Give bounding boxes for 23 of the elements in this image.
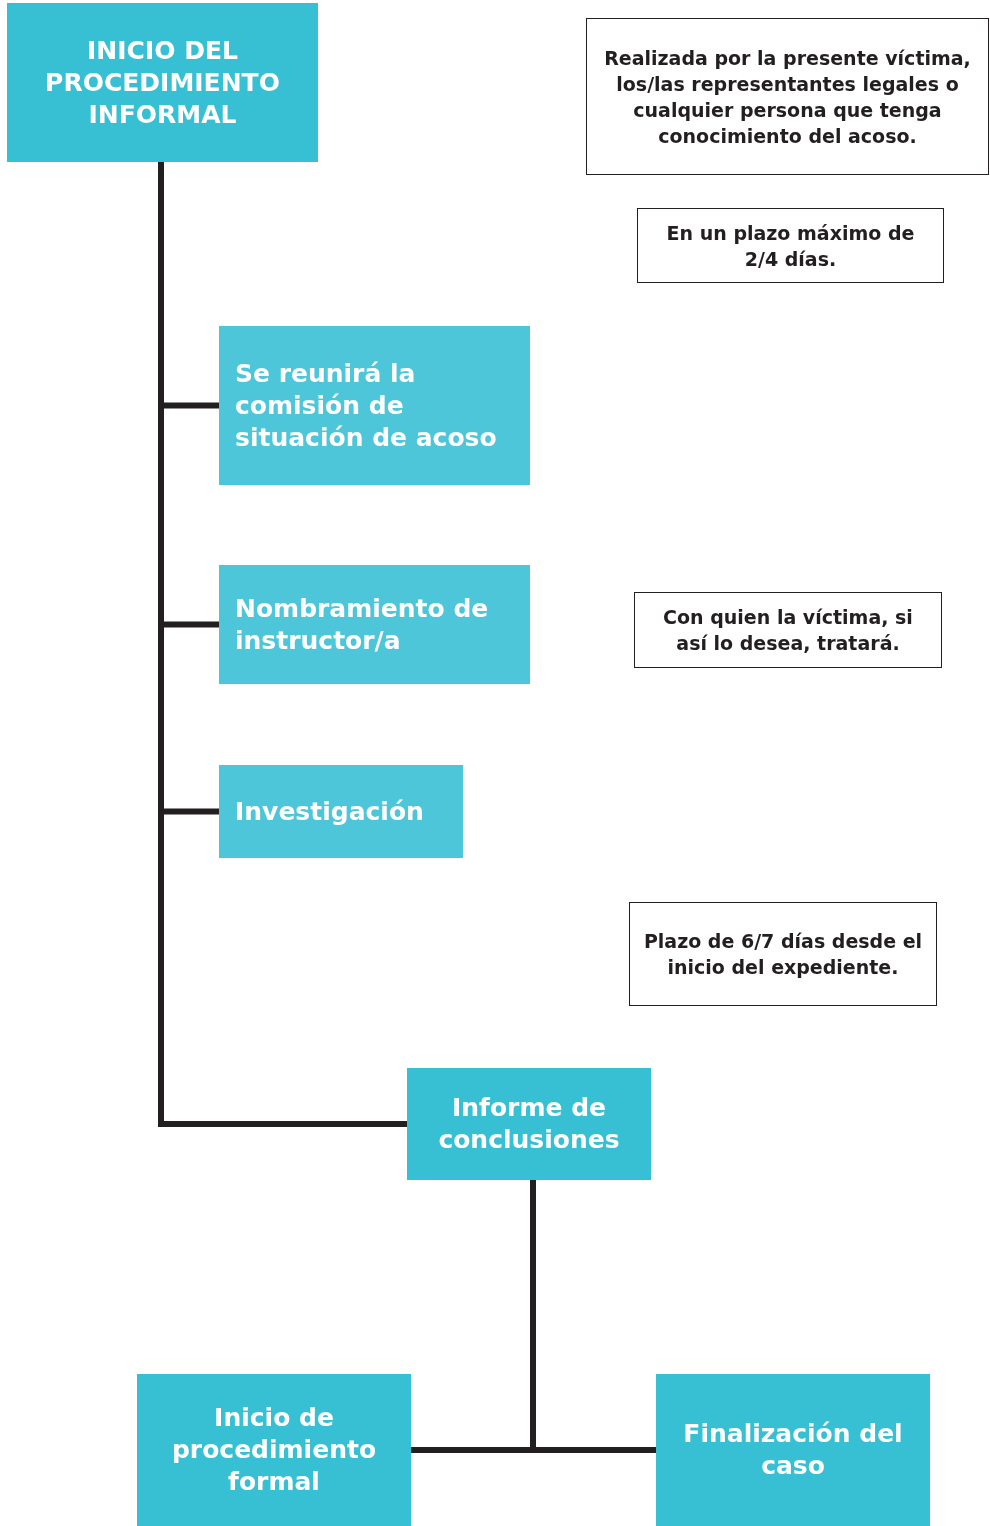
process-box (656, 1374, 930, 1526)
step-label: INICIO DEL PROCEDIMIENTO INFORMAL (44, 34, 281, 131)
process-box (219, 765, 463, 858)
connector-line (530, 1180, 656, 1453)
step-label: Investigación (235, 795, 424, 828)
note-box (634, 592, 942, 668)
note-text: Realizada por la presente víctima, los/las representantes legales o cualquier persona que tenga conocimiento del acoso. (603, 45, 972, 149)
step-label: Informe de conclusiones (437, 1092, 621, 1156)
step-label: Nombramiento de instructor/a (235, 592, 490, 657)
process-box (219, 565, 530, 684)
note-box (637, 208, 944, 283)
process-box (407, 1068, 651, 1180)
note-box (629, 902, 937, 1006)
note-text: Con quien la víctima, si así lo desea, tratará. (662, 605, 914, 656)
note-text: Plazo de 6/7 días desde el inicio del expediente. (642, 929, 924, 980)
note-text: En un plazo máximo de 2/4 días. (665, 220, 916, 272)
process-box (7, 3, 318, 162)
step-label: Finalización del caso (682, 1418, 904, 1482)
step-label: Se reunirá la comisión de situación de acoso (235, 357, 498, 454)
process-box (219, 326, 530, 485)
step-label: Inicio de procedimiento formal (170, 1402, 378, 1498)
note-box (586, 18, 989, 175)
process-box (137, 1374, 411, 1526)
